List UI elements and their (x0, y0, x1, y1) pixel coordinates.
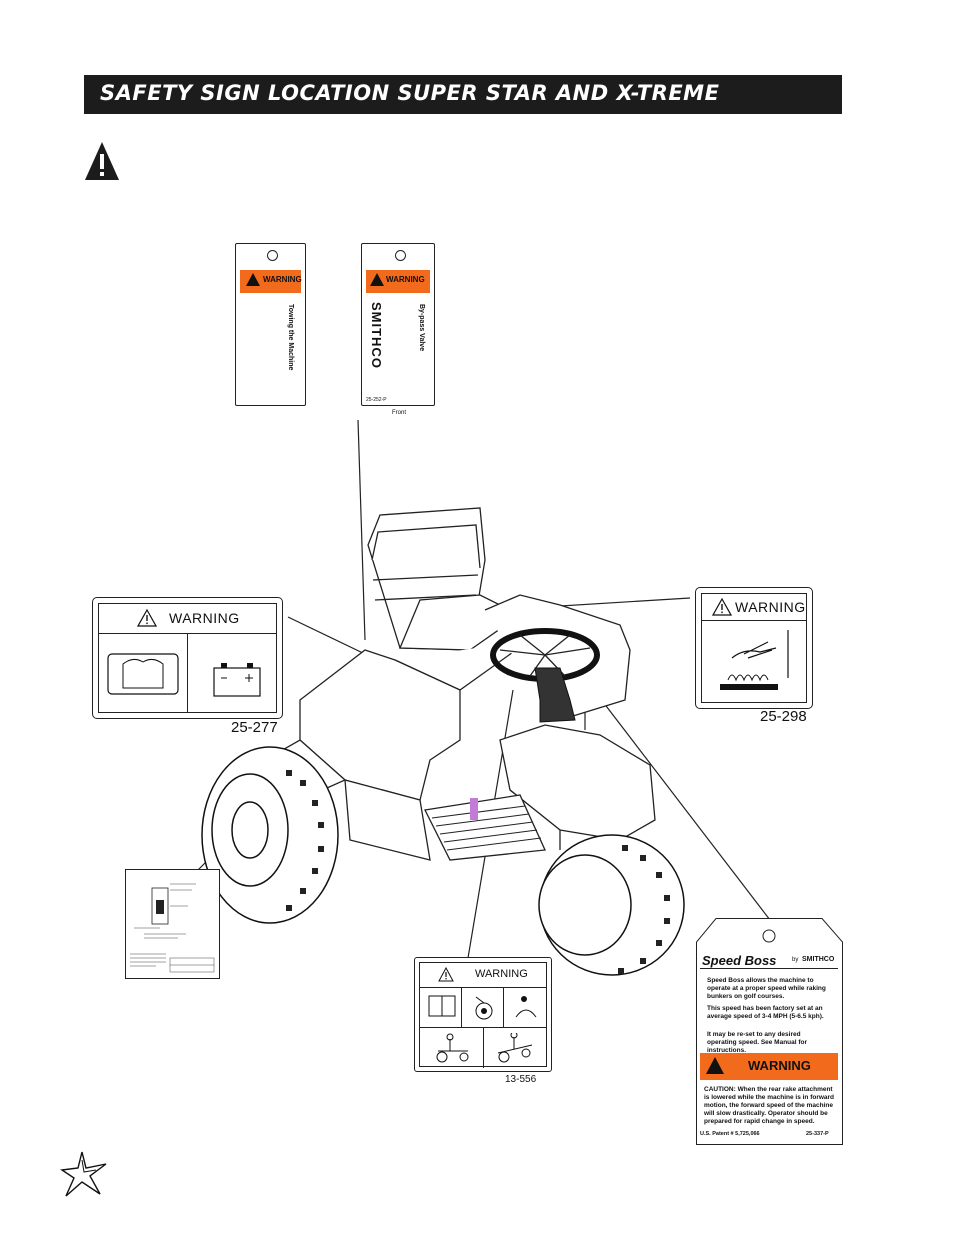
section-header: SAFETY SIGN LOCATION SUPER STAR AND X-TR… (84, 75, 842, 114)
caution-label: CAUTION: (704, 1086, 736, 1093)
decal-frame: WARNING (98, 603, 277, 713)
caution-text: When the rear rake attachment is lowered… (704, 1086, 835, 1125)
warning-triangle-icon (85, 142, 119, 180)
warning-triangle-icon (137, 609, 157, 627)
hot-surface-decal-warning: WARNING (735, 599, 806, 615)
battery-decal-warning: WARNING (169, 610, 240, 626)
speed-boss-title: Speed Boss (702, 953, 777, 968)
schematic-drawing (130, 883, 215, 973)
speed-boss-tag: Speed Boss by SMITHCO Speed Boss allows … (700, 953, 838, 1143)
decal-divider (187, 633, 188, 713)
tow-tag-warning: WARNING (263, 275, 302, 284)
bypass-tag-caption: Front (392, 410, 407, 416)
speed-boss-part-number: 25-337-P (806, 1131, 829, 1137)
decal-row-top (420, 987, 546, 1028)
speed-boss-warning: WARNING (748, 1058, 811, 1073)
speed-boss-paragraph-1: Speed Boss allows the machine to operate… (707, 977, 826, 1000)
warning-triangle-icon (438, 967, 454, 982)
warning-triangle-icon (712, 598, 732, 616)
title-rule (700, 968, 838, 969)
entanglement-icon (475, 996, 493, 1020)
towing-tag: WARNING Towing the Machine (235, 243, 306, 406)
schematic-decal (125, 869, 220, 979)
warning-band: WARNING (240, 270, 302, 293)
decal-header: WARNING (420, 963, 546, 988)
hot-surface-hand-icon (720, 630, 789, 690)
operator-decal-warning: WARNING (475, 968, 528, 980)
decal-header: WARNING (99, 604, 276, 634)
speed-boss-caution: CAUTION: When the rear rake attachment i… (704, 1086, 836, 1126)
warning-triangle-icon (370, 273, 384, 286)
speed-boss-warning-band: WARNING (700, 1053, 838, 1080)
warning-band: WARNING (366, 270, 430, 293)
warning-triangle-icon (706, 1057, 724, 1074)
eye-protection-icon (107, 653, 179, 695)
bypass-tag-title: By-pass Valve (418, 304, 425, 352)
slope-mower-icon (497, 1033, 533, 1063)
hot-surface-decal-part-number: 25-298 (760, 708, 807, 725)
operator-on-mower-icon (436, 1033, 469, 1063)
manual-icon (428, 995, 456, 1017)
speed-boss-tag-outline (696, 918, 843, 1145)
bypass-tag-part: 25-252-P (366, 397, 387, 403)
speed-boss-patent: U.S. Patent # 5,725,066 (700, 1131, 760, 1137)
decal-header: WARNING (702, 594, 806, 621)
tow-tag-title: Towing the Machine (287, 304, 294, 371)
speed-boss-brand: SMITHCO (802, 956, 835, 963)
bypass-tag: WARNING SMITHCO By-pass Valve 25-252-P (361, 243, 435, 406)
warning-triangle-icon (246, 273, 260, 286)
decal-frame: WARNING (419, 962, 547, 1068)
speed-boss-paragraph-2: This speed has been factory set at an av… (707, 1005, 824, 1020)
operator-decal-part-number: 13-556 (505, 1074, 537, 1085)
battery-decal-part-number: 25-277 (231, 719, 278, 736)
smithco-star-logo (60, 1151, 107, 1197)
bypass-tag-brand: SMITHCO (369, 302, 384, 369)
page-title: SAFETY SIGN LOCATION SUPER STAR AND X-TR… (100, 81, 720, 105)
speed-boss-by: by (792, 957, 799, 963)
operator-warning-decal: WARNING (414, 957, 552, 1072)
bypass-tag-warning: WARNING (386, 275, 425, 284)
speed-boss-paragraph-3: It may be re-set to any desired operatin… (707, 1031, 808, 1054)
decal-frame: WARNING (701, 593, 807, 703)
battery-icon (213, 663, 261, 697)
hot-surface-decal: WARNING (695, 587, 813, 709)
battery-warning-decal: WARNING (92, 597, 283, 719)
tag-hole (267, 250, 278, 261)
decal-row-bottom (420, 1027, 546, 1068)
tag-hole (395, 250, 406, 261)
rollover-icon (515, 996, 537, 1018)
